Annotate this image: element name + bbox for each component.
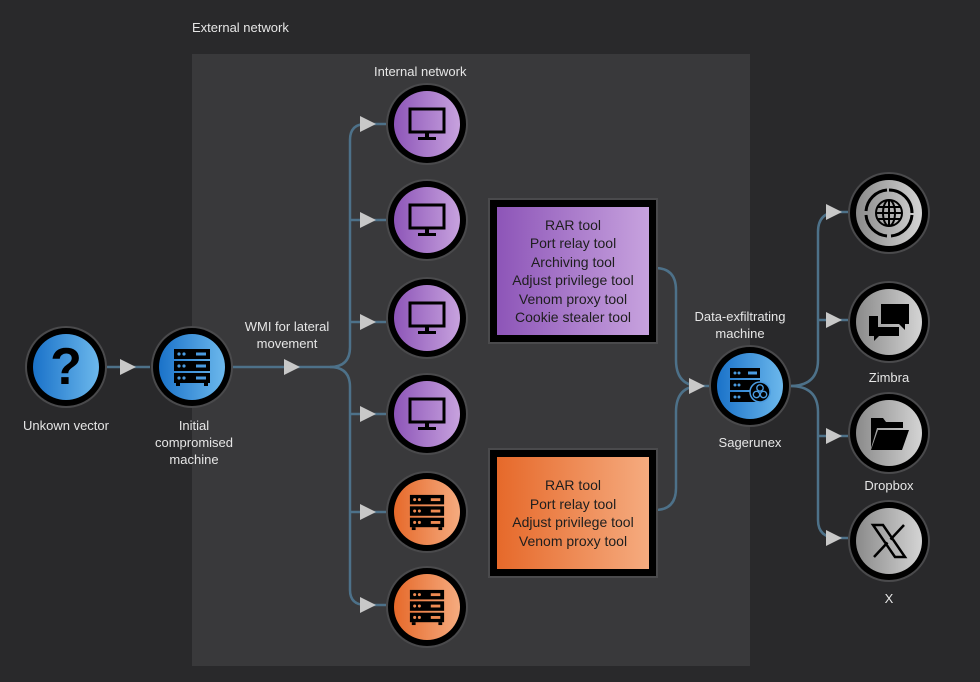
unknown-vector-node[interactable]: ? <box>27 328 105 406</box>
sagerunex-label: Sagerunex <box>718 435 782 450</box>
monitor-icon <box>408 107 446 140</box>
biohazard-server-icon <box>730 368 771 403</box>
initial-label-line: machine <box>169 452 219 467</box>
tool-item: Cookie stealer tool <box>515 309 631 325</box>
monitor-icon <box>408 301 446 334</box>
server-icon <box>174 349 210 386</box>
tool-item: RAR tool <box>544 216 602 233</box>
monitor-icon <box>408 397 446 430</box>
initial-machine-node[interactable] <box>153 328 231 406</box>
tool-item: Adjust privilege tool <box>512 514 634 530</box>
server-icon <box>409 494 445 531</box>
server-icon <box>409 589 445 626</box>
lateral-movement-label: WMI for lateral movement <box>232 318 342 352</box>
x-logo-icon <box>870 523 908 559</box>
arrow-icon <box>689 378 705 394</box>
lateral-label-line: WMI for lateral <box>244 319 330 334</box>
initial-label-line: compromised <box>154 435 234 450</box>
arrow-icon <box>360 504 376 520</box>
exfil-title-line: machine <box>715 326 765 341</box>
destination-dropbox-node[interactable] <box>850 394 928 472</box>
tool-item: Adjust privilege tool <box>512 272 634 288</box>
connector-exfil-globe <box>789 210 848 388</box>
tool-item: Venom proxy tool <box>518 532 628 549</box>
x-label: X <box>884 591 894 606</box>
unknown-vector-label: Unkown vector <box>23 418 109 433</box>
dropbox-label: Dropbox <box>864 478 914 493</box>
internal-network-label: Internal network <box>374 64 467 79</box>
question-mark-icon: ? <box>50 338 82 396</box>
tool-item: Venom proxy tool <box>518 290 628 307</box>
purple-toolset-box: RAR tool Port relay tool Archiving tool … <box>490 200 656 342</box>
arrow-icon <box>360 212 376 228</box>
connector-orange-exfil <box>654 384 701 512</box>
arrow-icon <box>826 530 842 546</box>
internal-host-workstation-4[interactable] <box>388 375 466 453</box>
exfil-title-line: Data-exfiltrating <box>694 309 786 324</box>
initial-label-line: Initial <box>178 418 210 433</box>
folder-icon <box>871 418 909 450</box>
arrow-icon <box>284 359 300 375</box>
internal-host-server-2[interactable] <box>388 568 466 646</box>
connector-exfil-x <box>789 384 848 540</box>
arrow-icon <box>120 359 136 375</box>
arrow-icon <box>360 314 376 330</box>
internal-host-server-1[interactable] <box>388 473 466 551</box>
monitor-icon <box>408 203 446 236</box>
chat-bubbles-icon <box>869 304 909 341</box>
globe-icon <box>864 188 914 238</box>
destination-web-node[interactable] <box>850 174 928 252</box>
orange-toolset-box: RAR tool Port relay tool Adjust privileg… <box>490 450 656 576</box>
arrow-icon <box>360 116 376 132</box>
arrow-icon <box>826 312 842 328</box>
exfil-machine-title: Data-exfiltrating machine <box>690 308 790 342</box>
arrow-icon <box>826 204 842 220</box>
zimbra-label: Zimbra <box>868 370 910 385</box>
destination-x-node[interactable] <box>850 502 928 580</box>
internal-host-workstation-3[interactable] <box>388 279 466 357</box>
tool-item: Port relay tool <box>529 235 617 251</box>
initial-machine-label: Initial compromised machine <box>140 417 248 468</box>
tool-item: Archiving tool <box>530 253 616 270</box>
destination-zimbra-node[interactable] <box>850 283 928 361</box>
tool-item: RAR tool <box>544 477 602 493</box>
sagerunex-node[interactable] <box>711 347 789 425</box>
lateral-label-line: movement <box>256 336 318 351</box>
internal-host-workstation-2[interactable] <box>388 181 466 259</box>
external-network-label: External network <box>192 20 289 35</box>
arrow-icon <box>360 597 376 613</box>
arrow-icon <box>360 406 376 422</box>
tool-item: Port relay tool <box>529 495 617 512</box>
internal-host-workstation-1[interactable] <box>388 85 466 163</box>
arrow-icon <box>826 428 842 444</box>
connector-host-6 <box>329 365 386 607</box>
